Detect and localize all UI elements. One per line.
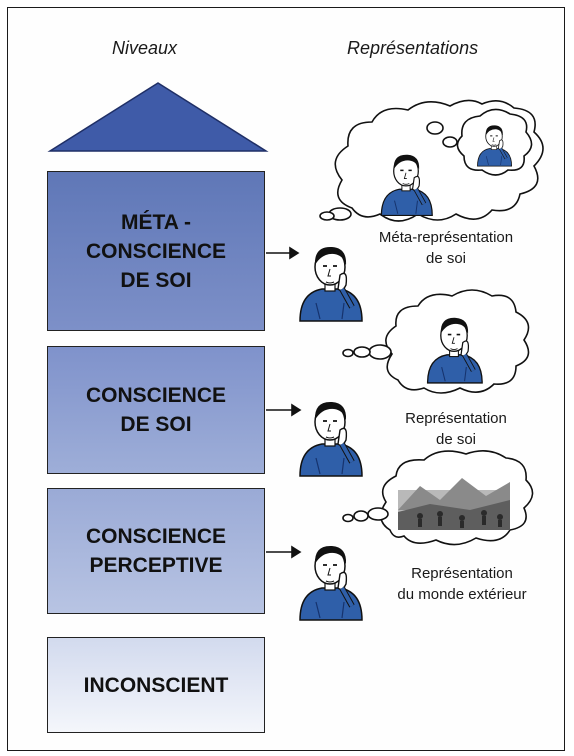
- levels-header: Niveaux: [112, 38, 178, 58]
- caption-meta-representation: Méta-représentation de soi: [348, 227, 544, 269]
- level-label-line: DE SOI: [120, 413, 192, 436]
- caption-line: Représentation: [411, 565, 513, 582]
- level-self-awareness: CONSCIENCE DE SOI: [47, 346, 265, 474]
- level-label-line: MÉTA -: [121, 210, 191, 234]
- representations-header: Représentations: [347, 38, 479, 58]
- level-unconscious: INCONSCIENT: [47, 637, 265, 733]
- person-icon-self: [300, 402, 362, 476]
- caption-line: Représentation: [405, 410, 507, 427]
- caption-line: de soi: [435, 431, 477, 448]
- level-label-line: DE SOI: [120, 268, 192, 292]
- level-label-line: CONSCIENCE: [85, 525, 227, 548]
- caption-world-representation: Représentation du monde extérieur: [376, 563, 548, 605]
- person-icon-perceptive: [300, 546, 362, 620]
- caption-line: de soi: [425, 250, 467, 267]
- thought-bubble-world: [342, 450, 534, 546]
- caption-self-representation: Représentation de soi: [376, 408, 536, 450]
- level-perceptive-awareness: CONSCIENCE PERCEPTIVE: [47, 488, 265, 614]
- level-meta-self-awareness: MÉTA - CONSCIENCE DE SOI: [47, 171, 265, 331]
- level-label-line: CONSCIENCE: [85, 239, 227, 263]
- caption-line: du monde extérieur: [397, 586, 527, 603]
- triangle-shape: [47, 82, 269, 152]
- level-label-line: CONSCIENCE: [85, 384, 227, 407]
- caption-line: Méta-représentation: [378, 229, 514, 246]
- level-label-line: PERCEPTIVE: [89, 554, 223, 577]
- level-label-line: INCONSCIENT: [83, 673, 229, 697]
